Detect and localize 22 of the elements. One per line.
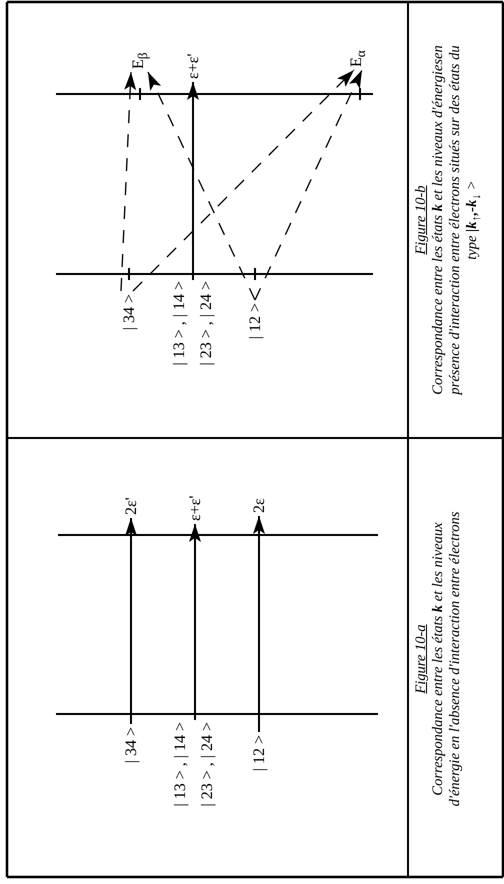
energy-label: 2ε': [122, 497, 140, 515]
energy-label: ε+ε': [184, 54, 202, 79]
arrow: [189, 524, 201, 719]
energy-label: ε+ε': [186, 496, 204, 521]
figure-title: Figure 10-b: [413, 185, 430, 255]
state-label: | 12 >: [246, 303, 264, 340]
figure-title: Figure 10-a: [413, 624, 430, 694]
state-label: | 13 > , | 14 >: [170, 281, 189, 366]
arrow: [125, 518, 137, 724]
dashed-arrow: [132, 70, 354, 292]
dashed-arrow: [147, 72, 256, 300]
state-label: | 23 > , | 24 >: [198, 722, 217, 806]
state-label: | 13 > , | 14 >: [171, 722, 190, 806]
dashed-arrow: [120, 72, 136, 292]
state-label: | 12 >: [250, 735, 268, 772]
arrow: [187, 82, 199, 278]
state-label: | 23 > , | 24 >: [197, 281, 216, 366]
state-label: | 34 >: [122, 727, 140, 764]
arrow: [253, 516, 265, 732]
energy-label: 2ε: [250, 498, 268, 513]
dashed-arrow: [254, 70, 363, 300]
state-label: | 34 >: [120, 294, 138, 330]
